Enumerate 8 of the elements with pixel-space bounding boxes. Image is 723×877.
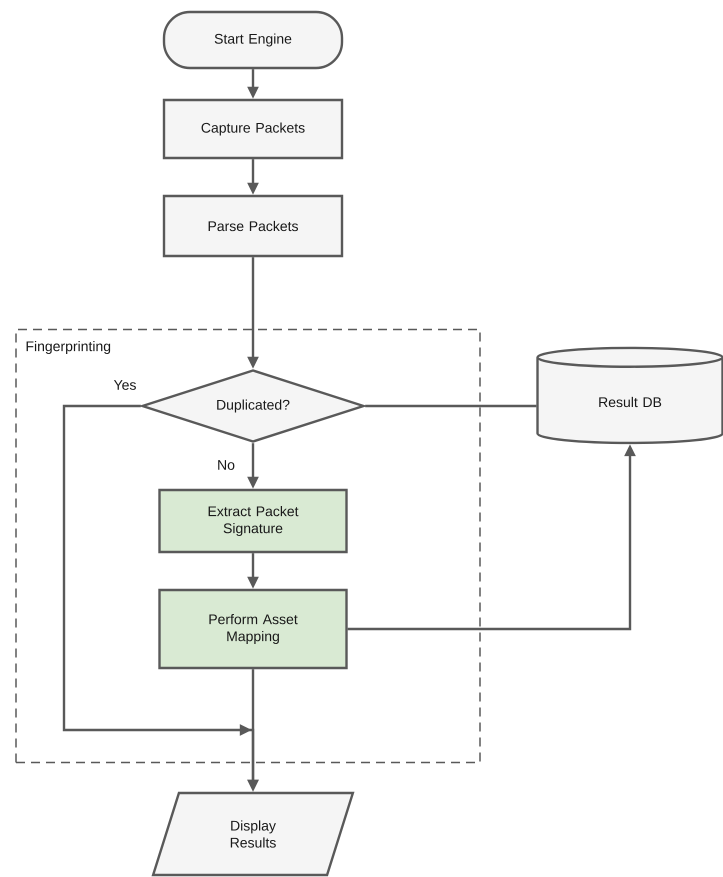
process-box: Perform Asset Mapping bbox=[158, 588, 348, 670]
process-box: Parse Packets bbox=[162, 194, 344, 258]
process-box: Extract Packet Signature bbox=[158, 488, 348, 554]
edge-label: Yes bbox=[112, 379, 138, 391]
database-cylinder: Result DB bbox=[536, 346, 723, 444]
terminal-box: Start Engine bbox=[162, 10, 344, 70]
edge-label: No bbox=[216, 459, 236, 471]
process-box: Capture Packets bbox=[162, 98, 344, 160]
